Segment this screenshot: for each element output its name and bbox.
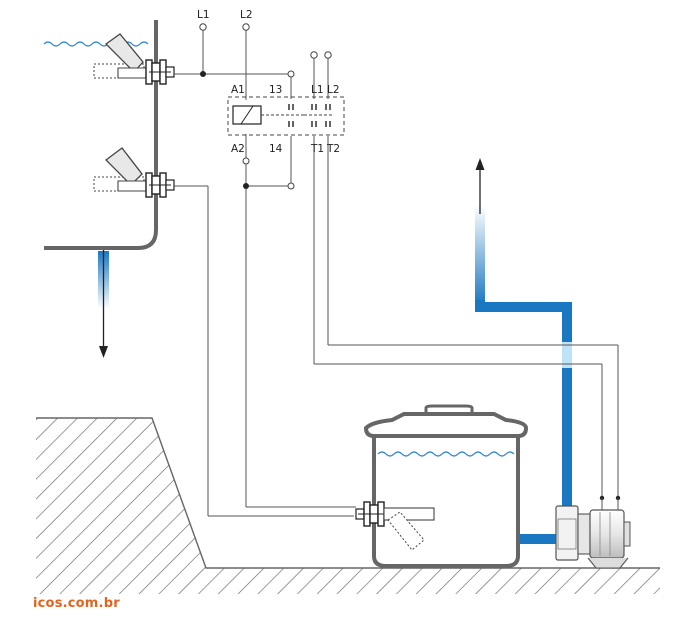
label-supply-l2: L2 xyxy=(240,9,253,21)
discharge-pipe xyxy=(475,158,572,510)
label-main-t2: T2 xyxy=(326,143,340,155)
label-main-l2: L2 xyxy=(327,84,340,96)
label-aux-13: 13 xyxy=(269,84,282,96)
upper-float-switch-icon xyxy=(93,33,175,85)
upper-tank xyxy=(43,20,158,358)
cistern-float-switch-icon xyxy=(355,501,435,551)
brand-watermark[interactable]: icos.com.br xyxy=(33,596,120,611)
pump-icon xyxy=(555,498,631,569)
lower-float-switch-icon xyxy=(93,147,175,198)
label-supply-l1: L1 xyxy=(197,9,210,21)
cistern-water-surface xyxy=(377,451,515,457)
flow-arrow-down-icon xyxy=(99,346,108,358)
flow-arrow-up-icon xyxy=(475,158,485,170)
label-main-t1: T1 xyxy=(310,143,324,155)
label-aux-14: 14 xyxy=(269,143,283,155)
suction-pipe xyxy=(520,534,560,544)
wiring xyxy=(174,23,621,517)
cistern xyxy=(363,404,560,568)
label-coil-a2: A2 xyxy=(231,143,245,155)
label-main-l1: L1 xyxy=(311,84,324,96)
contactor-icon xyxy=(227,96,345,136)
label-coil-a1: A1 xyxy=(231,84,245,96)
terminal-labels: L1 L2 A1 A2 13 14 L1 L2 T1 T2 xyxy=(197,9,340,155)
upper-tank-water-surface xyxy=(43,41,149,47)
